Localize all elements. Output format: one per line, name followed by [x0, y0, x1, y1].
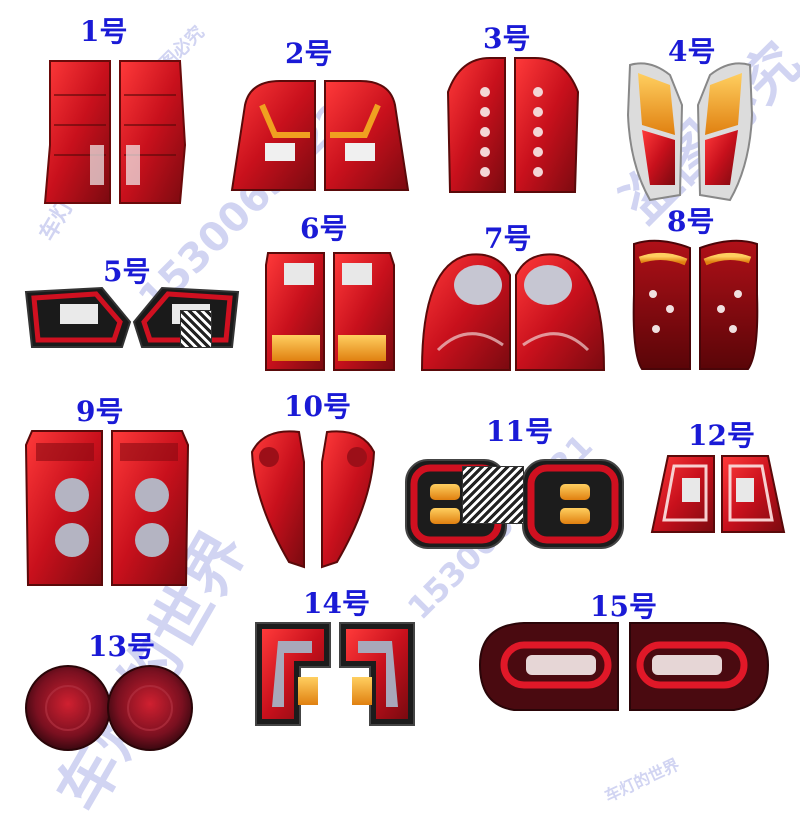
lamp-3 — [440, 52, 590, 200]
lamp-10 — [244, 422, 384, 570]
lamp-6 — [262, 245, 402, 375]
product-label-5: 5号 — [103, 255, 151, 288]
product-label-10: 10号 — [284, 390, 351, 423]
product-label-15: 15号 — [590, 590, 657, 623]
lamp-14 — [250, 617, 420, 729]
lamp-1 — [40, 55, 190, 205]
lamp-5 — [22, 282, 242, 352]
product-label-3: 3号 — [483, 22, 531, 55]
product-label-12: 12号 — [688, 419, 755, 452]
product-label-8: 8号 — [667, 205, 715, 238]
product-label-4: 4号 — [668, 35, 716, 68]
product-label-11: 11号 — [486, 415, 553, 448]
lamp-15 — [474, 615, 774, 715]
lamp-8 — [628, 234, 763, 374]
qr-code-11 — [462, 466, 524, 524]
lamp-13 — [24, 660, 194, 760]
lamp-2 — [220, 75, 420, 195]
lamp-4 — [620, 55, 760, 205]
product-label-7: 7号 — [484, 222, 532, 255]
product-label-6: 6号 — [300, 212, 348, 245]
product-label-2: 2号 — [285, 37, 333, 70]
lamp-12 — [648, 450, 788, 535]
product-label-14: 14号 — [303, 587, 370, 620]
lamp-9 — [22, 425, 192, 590]
product-label-1: 1号 — [80, 15, 128, 48]
watermark-shop-bottom-right: 车灯的世界 — [601, 754, 683, 806]
product-label-9: 9号 — [76, 395, 124, 428]
qr-code-5 — [180, 310, 212, 348]
product-label-13: 13号 — [88, 630, 155, 663]
lamp-7 — [418, 245, 608, 375]
